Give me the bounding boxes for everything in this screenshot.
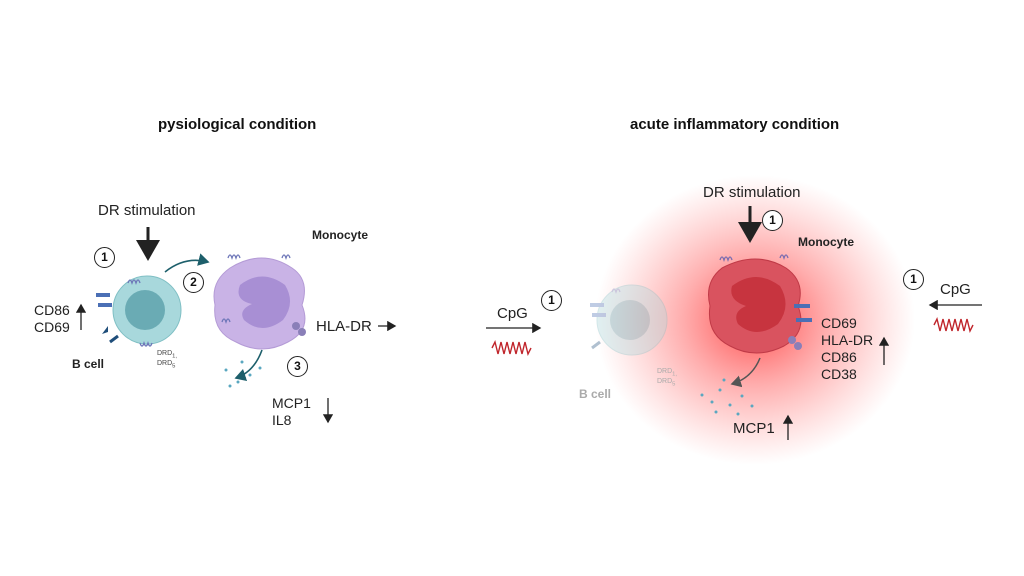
step-1-badge-cpg-left: 1 [541, 290, 562, 311]
cytokines-left: MCP1 IL8 [272, 395, 311, 429]
cytokine-il8: IL8 [272, 412, 292, 428]
cpg-label-left: CpG [497, 305, 528, 322]
cpg-wave-right [933, 316, 974, 334]
dr-stimulation-label-left: DR stimulation [98, 202, 196, 219]
step-3-badge-left: 3 [287, 356, 308, 377]
b-cell-label-right: B cell [579, 387, 612, 401]
marker-hla-dr-right: HLA-DR [821, 332, 874, 348]
right-panel-title: acute inflammatory condition [630, 116, 840, 133]
monocyte-left [213, 254, 306, 350]
monocyte-markers-right: CD69 HLA-DR CD86 CD38 [821, 315, 873, 383]
hla-dr-label-left: HLA-DR [316, 318, 372, 335]
marker-cd38-right: CD38 [821, 366, 857, 382]
monocyte-label-left: Monocyte [312, 228, 369, 242]
curved-arrow-step2 [164, 253, 210, 273]
step-2-badge-left: 2 [183, 272, 204, 293]
monocyte-label-right: Monocyte [798, 235, 855, 249]
drd-receptors-right: DRD1, DRD5 [657, 368, 678, 388]
step-1-badge-dr-right: 1 [762, 210, 783, 231]
drd-receptors-left: DRD1, DRD5 [157, 350, 178, 370]
marker-cd69: CD69 [34, 319, 70, 335]
secretion-dots-left [224, 360, 262, 388]
step-1-badge-cpg-right: 1 [903, 269, 924, 290]
cpg-wave-left [491, 339, 532, 357]
curved-arrow-secretion-right [730, 357, 761, 388]
monocyte-right-inflamed [708, 254, 812, 354]
secretion-dots-right [700, 378, 754, 416]
marker-cd86: CD86 [34, 302, 70, 318]
dr-stimulation-label-right: DR stimulation [703, 184, 801, 201]
curved-arrow-step3 [234, 349, 263, 382]
marker-cd86-right: CD86 [821, 349, 857, 365]
bcell-markers-left: CD86 CD69 [34, 302, 70, 336]
b-cell-label-left: B cell [72, 357, 105, 371]
b-cell-left [96, 275, 182, 347]
cpg-label-right: CpG [940, 281, 971, 298]
cytokine-mcp1: MCP1 [272, 395, 311, 411]
b-cell-right-faded [590, 284, 668, 356]
mcp1-label-right: MCP1 [733, 420, 775, 437]
step-1-badge-left: 1 [94, 247, 115, 268]
left-panel-title: pysiological condition [158, 116, 317, 133]
marker-cd69-right: CD69 [821, 315, 857, 331]
